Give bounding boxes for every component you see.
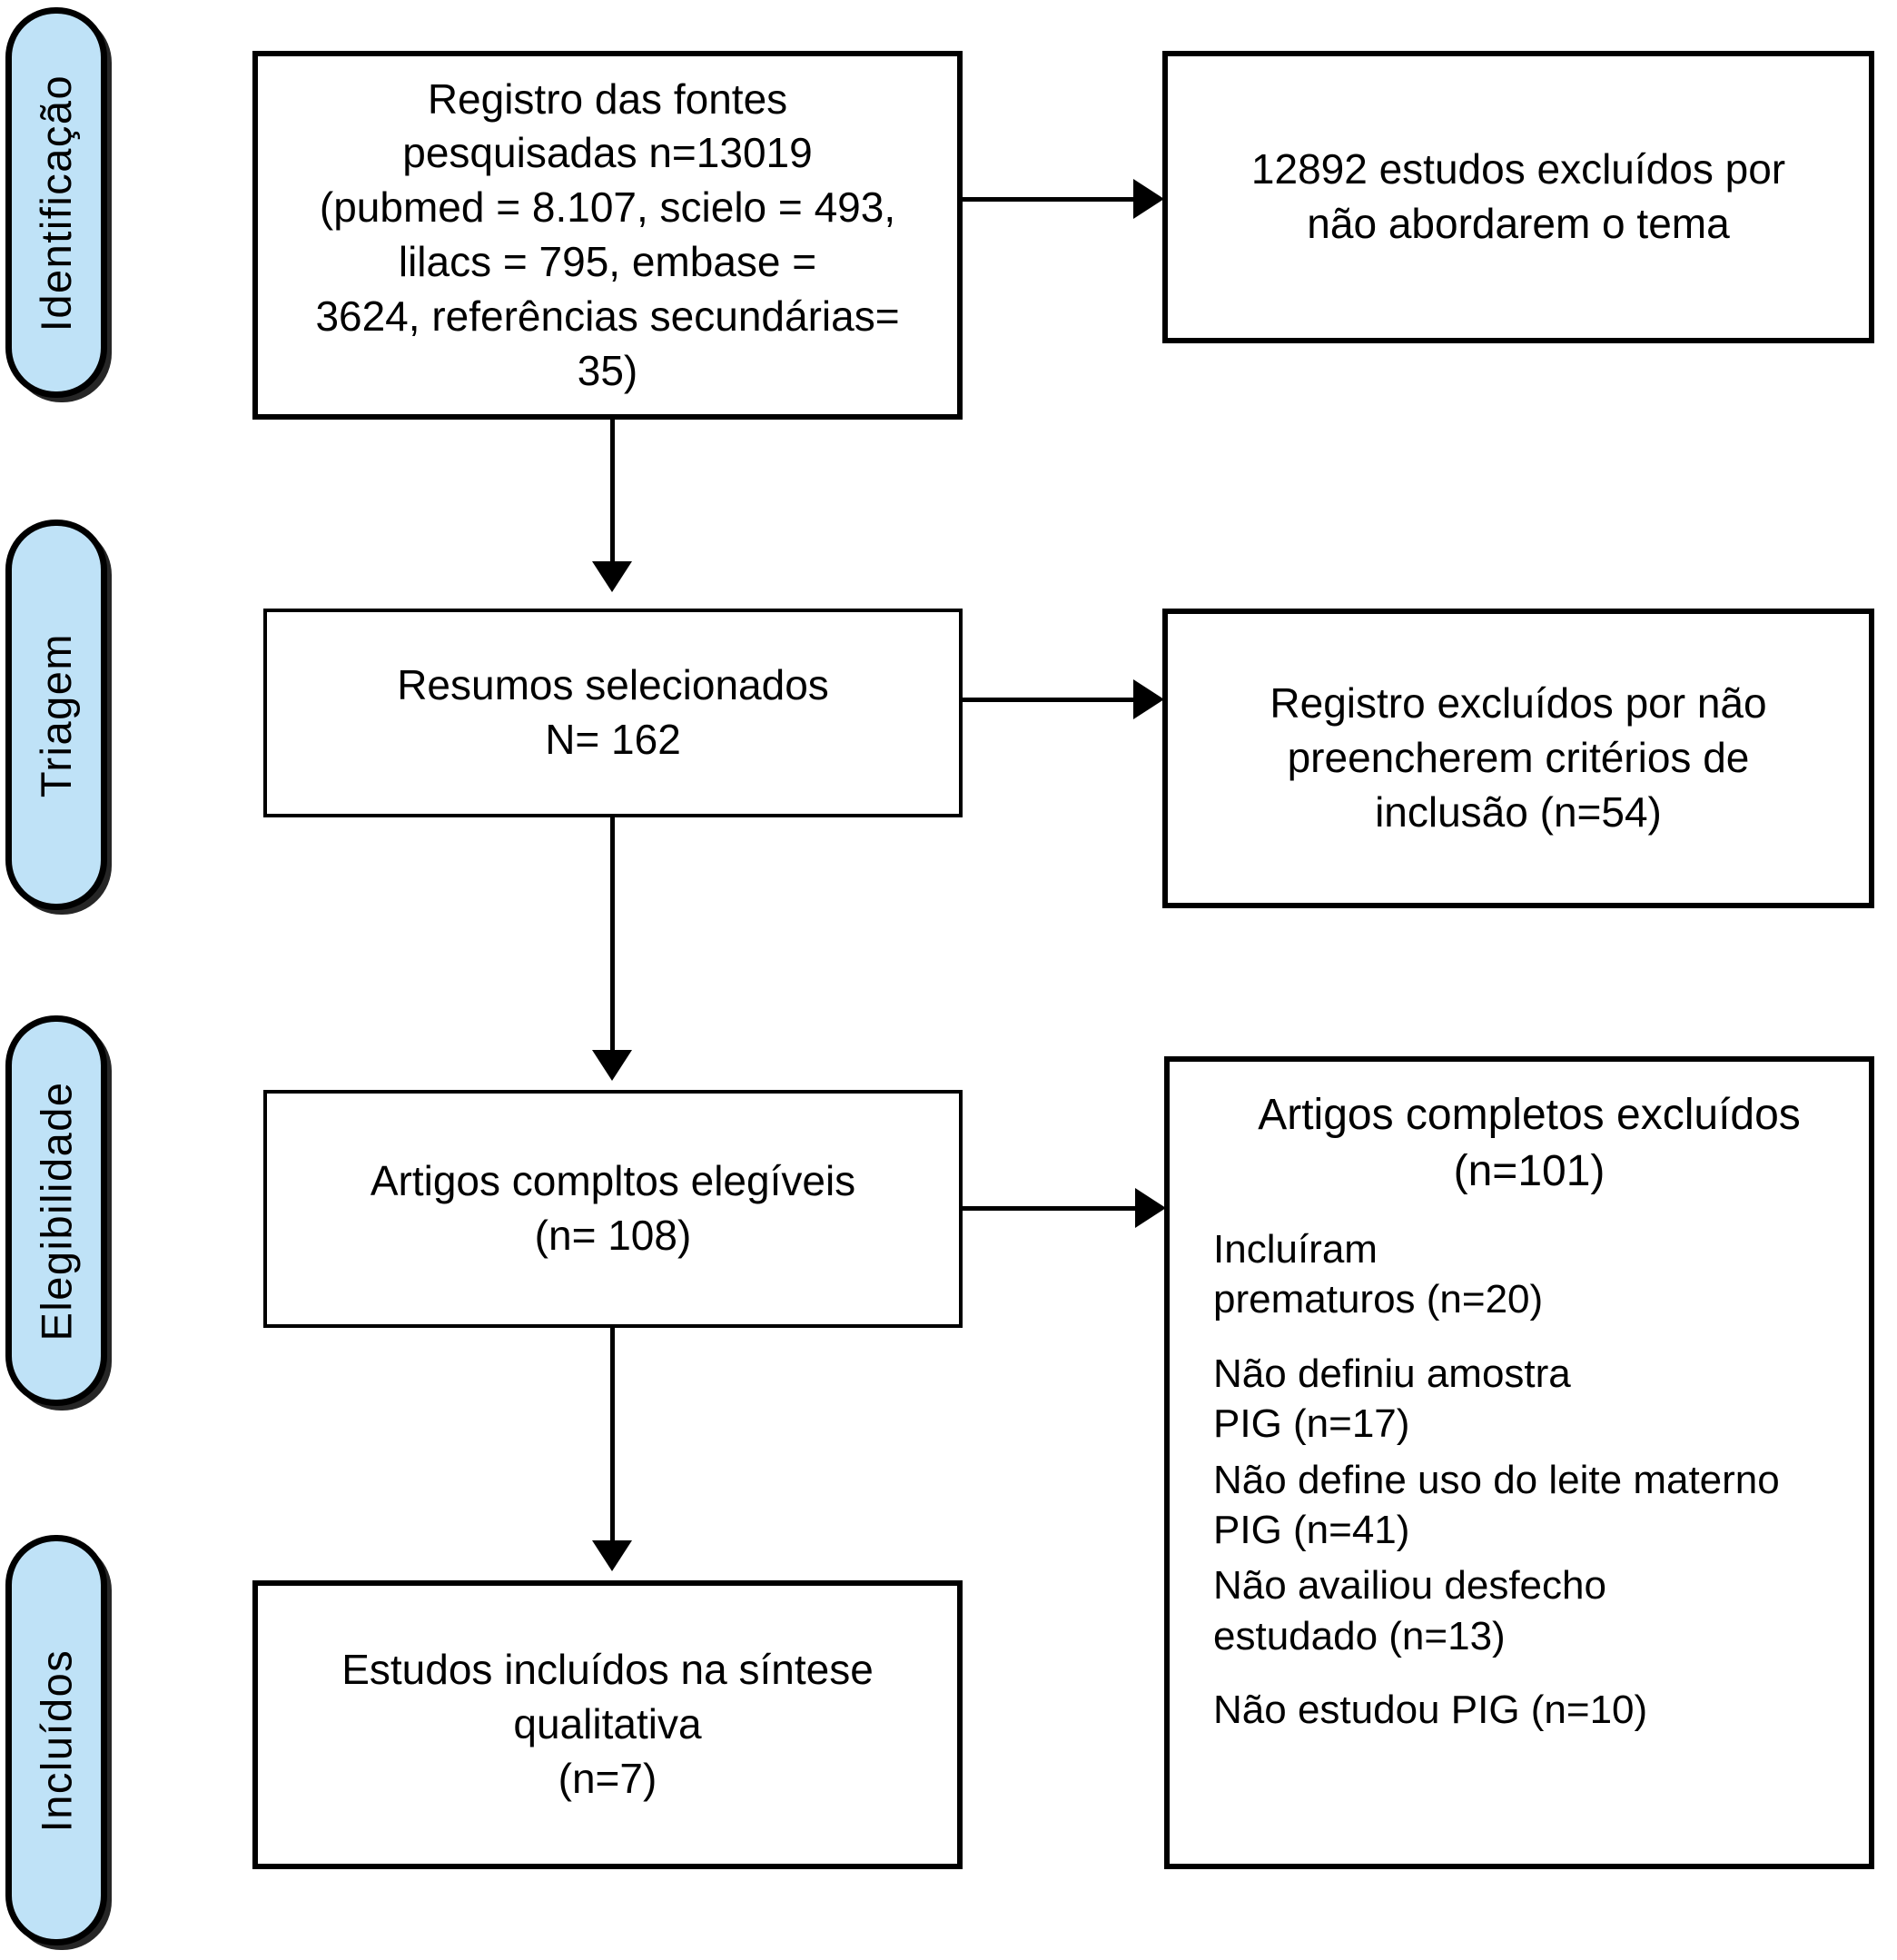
box-studies-included-text: Estudos incluídos na síntese qualitativa… — [341, 1646, 874, 1802]
box-abstracts-screened-text: Resumos selecionados N= 162 — [397, 661, 829, 763]
stage-label-identificacao: Identificação — [32, 74, 81, 332]
arrow-row1-right — [1133, 179, 1164, 219]
connector-row2-to-row3 — [610, 817, 615, 1052]
box-records-identified-text: Registro das fontes pesquisadas n=13019 … — [315, 74, 900, 394]
box-full-text-eligible: Artigos compltos elegíveis (n= 108) — [263, 1090, 963, 1328]
box-full-text-excluded: Artigos completos excluídos (n=101) Incl… — [1164, 1056, 1874, 1869]
arrow-row3-right — [1135, 1188, 1166, 1228]
box-full-text-excluded-title: Artigos completos excluídos (n=101) — [1258, 1091, 1801, 1196]
exclusion-reason-item: Não define uso do leite materno PIG (n=4… — [1213, 1457, 1780, 1552]
stage-label-incluidos: Incluídos — [32, 1648, 81, 1832]
stage-pill-incluidos: Incluídos — [5, 1535, 107, 1945]
box-studies-included: Estudos incluídos na síntese qualitativa… — [252, 1580, 963, 1869]
exclusion-reason-item: Não estudou PIG (n=10) — [1213, 1688, 1648, 1733]
arrow-row2-right — [1133, 679, 1164, 719]
stage-label-triagem: Triagem — [32, 632, 81, 797]
box-records-excluded-topic-text: 12892 estudos excluídos por não abordare… — [1250, 145, 1786, 247]
exclusion-reason-item: Não definiu amostra PIG (n=17) — [1213, 1351, 1571, 1447]
box-records-excluded-criteria-text: Registro excluídos por não preencherem c… — [1270, 679, 1767, 836]
connector-row3-to-row4 — [610, 1328, 615, 1542]
connector-row1-to-row2 — [610, 420, 615, 563]
exclusion-reason-item: Incluíram prematuros (n=20) — [1213, 1226, 1544, 1322]
box-records-excluded-criteria: Registro excluídos por não preencherem c… — [1162, 609, 1874, 908]
exclusion-reason-item: Não availiou desfecho estudado (n=13) — [1213, 1563, 1606, 1658]
connector-row3-horizontal — [963, 1206, 1137, 1211]
connector-row2-horizontal — [963, 698, 1135, 702]
box-full-text-eligible-text: Artigos compltos elegíveis (n= 108) — [370, 1157, 856, 1259]
stage-pill-identificacao: Identificação — [5, 7, 107, 398]
box-records-identified: Registro das fontes pesquisadas n=13019 … — [252, 51, 963, 420]
connector-row1-horizontal — [963, 197, 1135, 202]
arrow-row2-to-row3 — [592, 1050, 632, 1081]
box-records-excluded-topic: 12892 estudos excluídos por não abordare… — [1162, 51, 1874, 343]
box-abstracts-screened: Resumos selecionados N= 162 — [263, 609, 963, 817]
arrow-row3-to-row4 — [592, 1540, 632, 1571]
arrow-row1-to-row2 — [592, 561, 632, 592]
stage-label-elegibilidade: Elegibilidade — [32, 1080, 81, 1341]
stage-pill-triagem: Triagem — [5, 520, 107, 910]
stage-pill-elegibilidade: Elegibilidade — [5, 1015, 107, 1406]
